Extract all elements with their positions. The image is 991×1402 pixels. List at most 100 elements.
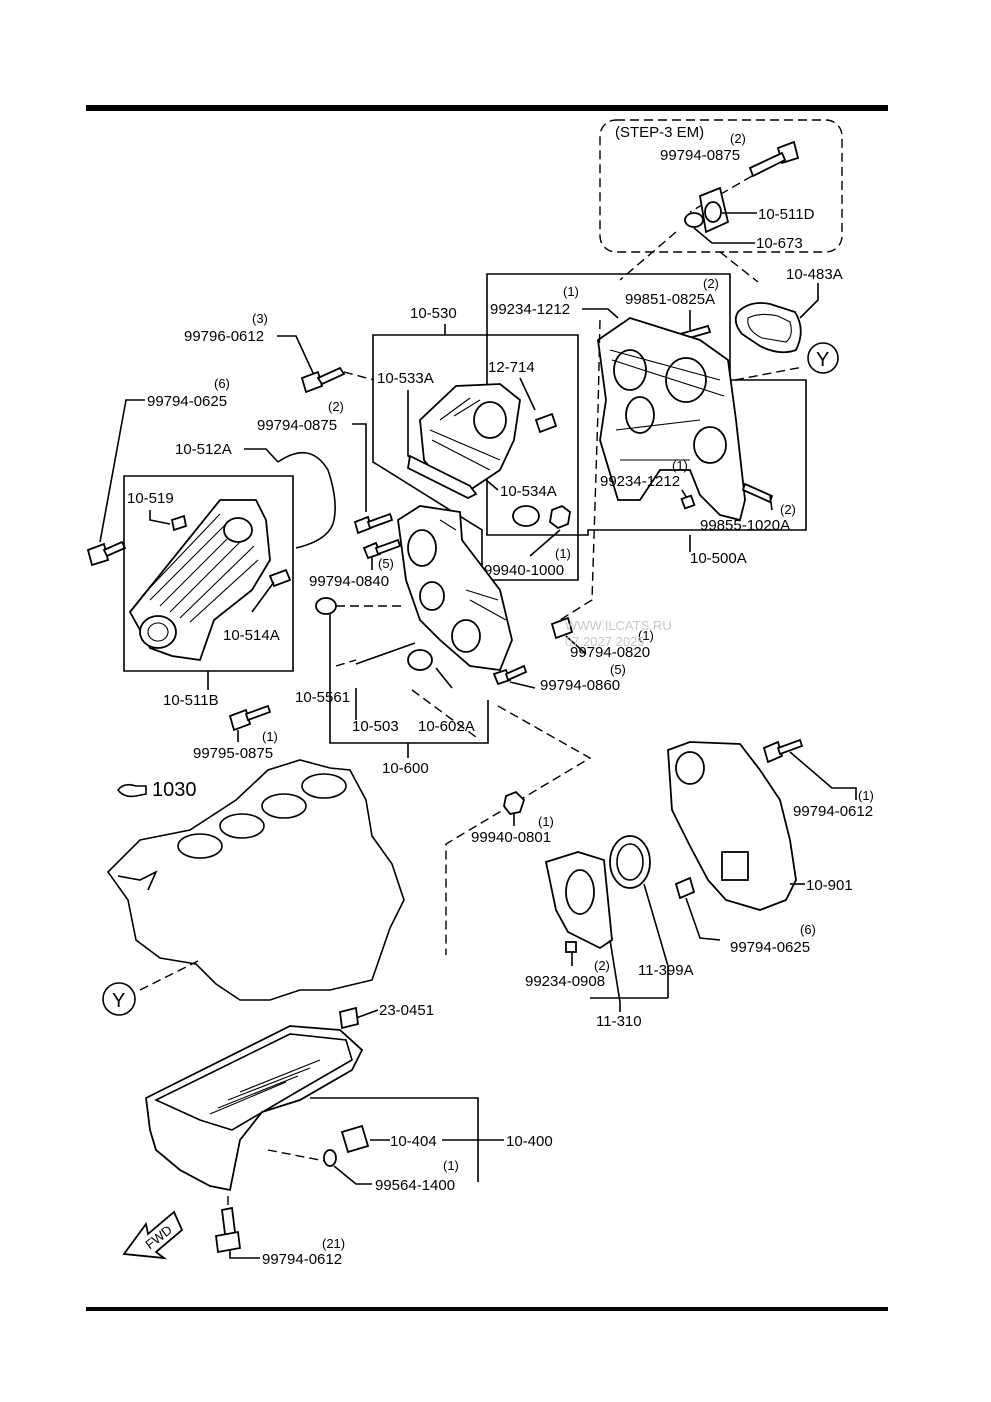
part-label[interactable]: 99794-0625	[730, 939, 810, 956]
end-plate	[667, 741, 797, 911]
part-label[interactable]: 99794-0625	[147, 393, 227, 410]
bolt-icon	[170, 514, 188, 532]
part-label[interactable]: 99794-0875	[257, 417, 337, 434]
qty-label: (3)	[252, 311, 268, 326]
group-box-10-511B	[123, 475, 294, 672]
part-label[interactable]: 99234-0908	[525, 973, 605, 990]
qty-label: (1)	[672, 458, 688, 473]
bolt-icon	[228, 704, 272, 732]
bolt-icon	[550, 616, 574, 640]
o-ring-icon	[684, 212, 704, 228]
marker-y-left	[102, 982, 136, 1016]
rear-oil-seal	[609, 835, 651, 889]
seal-icon	[407, 649, 433, 671]
part-label[interactable]: 99234-1212	[600, 473, 680, 490]
drain-plug-icon	[340, 1124, 370, 1154]
dowel-icon	[565, 941, 577, 953]
part-label[interactable]: 11-399A	[638, 962, 694, 979]
part-label[interactable]: 10-530	[410, 305, 457, 322]
part-label[interactable]: 99794-0860	[540, 677, 620, 694]
part-label[interactable]: 10-512A	[175, 441, 232, 458]
part-label[interactable]: 99794-0612	[793, 803, 873, 820]
group-box-10-500A	[486, 273, 807, 536]
sensor-icon	[339, 1006, 359, 1030]
qty-label: (21)	[322, 1236, 345, 1251]
part-label[interactable]: 10-534A	[500, 483, 557, 500]
part-label[interactable]: 10-514A	[223, 627, 280, 644]
fwd-arrow-icon: FWD	[122, 1210, 184, 1260]
part-label[interactable]: 99855-1020A	[700, 517, 790, 534]
part-label[interactable]: 10-483A	[786, 266, 843, 283]
qty-label: (1)	[262, 729, 278, 744]
qty-label: (1)	[858, 788, 874, 803]
timing-case-cover	[597, 317, 746, 522]
watermark: 07.2027 2025	[565, 634, 645, 649]
part-label[interactable]: 10-600	[382, 760, 429, 777]
step3-em-title: (STEP-3 EM)	[615, 124, 704, 141]
part-label[interactable]: 10-511B	[163, 692, 219, 709]
nut-icon	[503, 790, 526, 815]
bolt-icon	[674, 876, 696, 900]
qty-label: (5)	[378, 556, 394, 571]
part-label[interactable]: 10-602A	[418, 718, 475, 735]
part-label[interactable]: 12-714	[488, 359, 535, 376]
marker-y-label: Y	[112, 990, 125, 1012]
gasket-icon	[277, 451, 336, 549]
part-label[interactable]: 10-901	[806, 877, 853, 894]
watermark: WWW.ILCATS.RU	[565, 618, 672, 633]
part-label[interactable]: 10-503	[352, 718, 399, 735]
part-label[interactable]: 10-5561	[295, 689, 350, 706]
rear-seal-housing	[544, 851, 613, 950]
seal-icon	[512, 505, 540, 527]
oil-seal-icon	[315, 597, 337, 615]
part-label[interactable]: 10-400	[506, 1133, 553, 1150]
part-label[interactable]: 99940-1000	[484, 562, 564, 579]
part-label[interactable]: 10-673	[756, 235, 803, 252]
part-label[interactable]: 10-533A	[377, 370, 434, 387]
bolt-icon	[300, 366, 346, 394]
part-label[interactable]: 99564-1400	[375, 1177, 455, 1194]
timing-cover-upper	[407, 383, 521, 500]
part-label[interactable]: 99796-0612	[184, 328, 264, 345]
qty-label: (5)	[610, 662, 626, 677]
qty-label: (1)	[555, 546, 571, 561]
nut-icon	[549, 504, 571, 530]
flange-icon	[698, 186, 730, 234]
bolt-icon	[741, 482, 774, 504]
bolt-icon	[534, 412, 558, 434]
marker-y-right	[807, 342, 839, 374]
qty-label: (1)	[563, 284, 579, 299]
part-label[interactable]: 11-310	[596, 1013, 642, 1030]
bottom-rule	[86, 1307, 888, 1311]
qty-label: (2)	[594, 958, 610, 973]
part-label[interactable]: 99940-0801	[471, 829, 551, 846]
part-label[interactable]: 23-0451	[379, 1002, 434, 1019]
part-label[interactable]: 99794-0875	[660, 147, 740, 164]
pointing-hand-icon	[116, 783, 147, 798]
engine-block	[106, 759, 405, 1001]
qty-label: (1)	[638, 628, 654, 643]
bolt-icon	[492, 664, 528, 686]
reference-1030[interactable]: 1030	[152, 779, 197, 801]
qty-label: (2)	[780, 502, 796, 517]
part-label[interactable]: 10-404	[390, 1133, 437, 1150]
front-timing-cover	[128, 499, 271, 661]
qty-label: (2)	[328, 399, 344, 414]
part-label[interactable]: 99794-0612	[262, 1251, 342, 1268]
dowel-pin-icon	[355, 642, 416, 665]
part-label[interactable]: 10-500A	[690, 550, 747, 567]
oil-pan	[145, 1025, 364, 1192]
part-label[interactable]: 99794-0840	[309, 573, 389, 590]
part-label[interactable]: 10-511D	[758, 206, 815, 223]
qty-label: (1)	[443, 1158, 459, 1173]
qty-label: (2)	[703, 276, 719, 291]
bolt-icon	[86, 540, 127, 567]
part-label[interactable]: 99851-0825A	[625, 291, 715, 308]
chain-cover	[397, 505, 513, 671]
part-label[interactable]: 99794-0820	[570, 644, 650, 661]
qty-label: (2)	[730, 131, 746, 146]
part-label[interactable]: 99795-0875	[193, 745, 273, 762]
part-label[interactable]: 99234-1212	[490, 301, 570, 318]
part-label[interactable]: 10-519	[127, 490, 174, 507]
